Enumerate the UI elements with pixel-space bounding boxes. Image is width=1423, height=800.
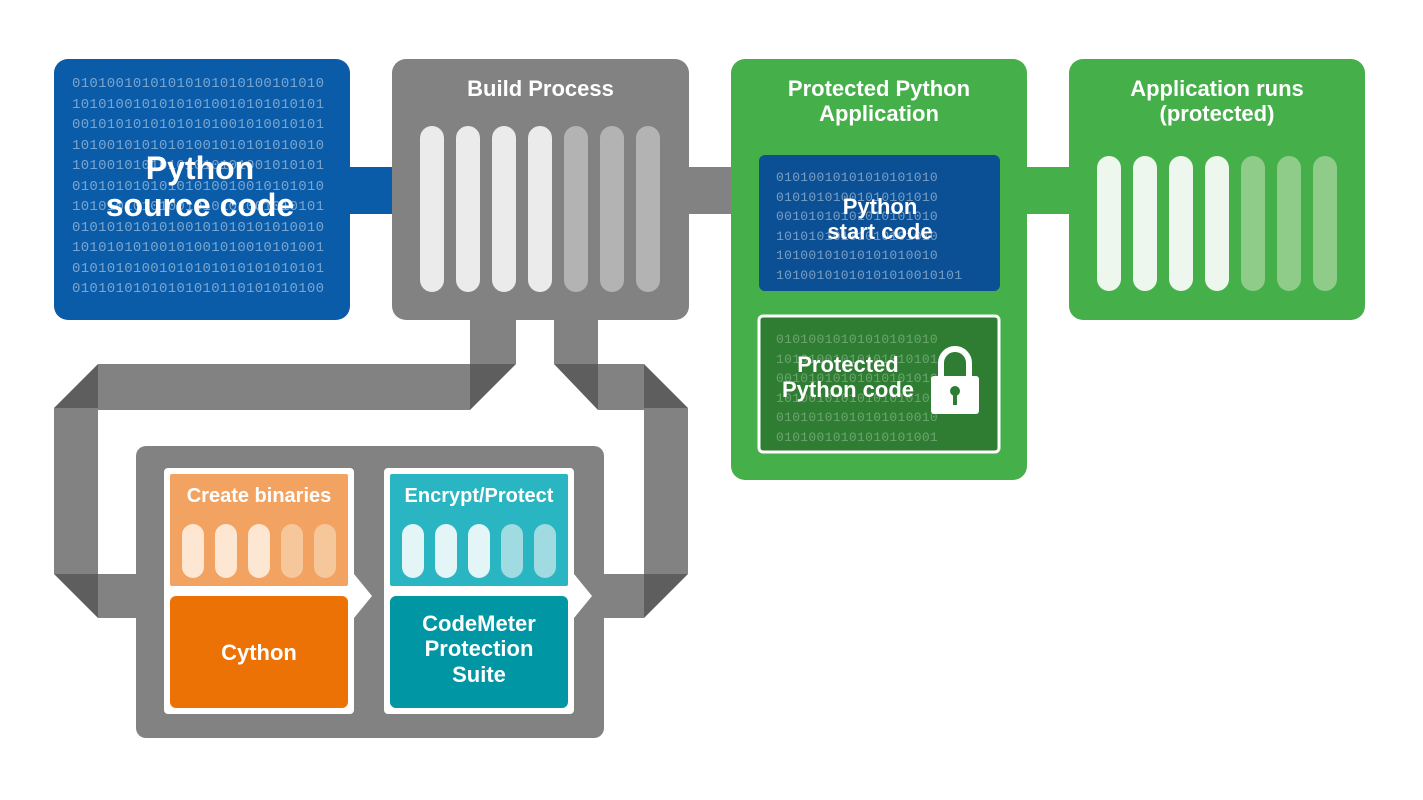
encrypt-title: Encrypt/Protect bbox=[404, 485, 554, 507]
runs-bar bbox=[1313, 156, 1337, 291]
encrypt-bar bbox=[435, 524, 457, 578]
padlock-icon bbox=[931, 346, 979, 414]
cython-label: Cython bbox=[221, 640, 297, 665]
pipe-build-to-binaries bbox=[54, 318, 516, 618]
binaries-bars bbox=[182, 524, 336, 578]
runs-bar bbox=[1133, 156, 1157, 291]
runs-bar bbox=[1241, 156, 1265, 291]
cython-box bbox=[170, 596, 348, 708]
codemeter-box bbox=[390, 596, 568, 708]
codemeter-line3: Suite bbox=[452, 661, 506, 687]
binaries-bar bbox=[314, 524, 336, 578]
source-title-line1: Python bbox=[145, 150, 255, 186]
codemeter-line1: CodeMeter bbox=[422, 611, 536, 636]
app-runs-title: Application runs (protected) bbox=[1069, 76, 1365, 127]
runs-bar bbox=[1169, 156, 1193, 291]
arrow-binaries-to-encrypt bbox=[354, 574, 372, 618]
protected-code-box bbox=[757, 314, 1001, 454]
build-bar bbox=[420, 126, 444, 292]
encrypt-bar bbox=[402, 524, 424, 578]
binaries-bar bbox=[281, 524, 303, 578]
source-code-box bbox=[54, 59, 350, 320]
source-binary-pattern: 01010010101010101010100101010 1010100101… bbox=[72, 76, 325, 297]
protected-code-label: Protected Python code bbox=[770, 352, 926, 403]
app-runs-title-line1: Application runs bbox=[1130, 76, 1304, 101]
runs-bar bbox=[1277, 156, 1301, 291]
encrypt-bars bbox=[402, 524, 556, 578]
start-code-label: Python start code bbox=[790, 194, 970, 245]
binaries-bar bbox=[182, 524, 204, 578]
start-binary-pattern: 01010010101010101010 0101010100101010101… bbox=[776, 170, 963, 283]
protected-app-title: Protected Python Application bbox=[731, 76, 1027, 127]
codemeter-line2: Protection bbox=[424, 636, 534, 662]
protected-app-title-line2: Application bbox=[819, 101, 939, 127]
build-bar bbox=[600, 126, 624, 292]
start-code-line1: Python bbox=[842, 194, 918, 219]
binaries-bar bbox=[215, 524, 237, 578]
build-title: Build Process bbox=[467, 76, 614, 101]
build-bar bbox=[636, 126, 660, 292]
encrypt-bar bbox=[468, 524, 490, 578]
source-title: Python source code bbox=[80, 150, 320, 224]
protected-binary-pattern: 01010010101010101010 1010100101010101010… bbox=[776, 332, 939, 445]
encrypt-bar bbox=[501, 524, 523, 578]
build-bar bbox=[528, 126, 552, 292]
runs-bar bbox=[1205, 156, 1229, 291]
build-bar bbox=[564, 126, 588, 292]
binaries-title: Create binaries bbox=[186, 485, 332, 507]
pipe-encrypt-to-build bbox=[554, 318, 688, 618]
app-runs-title-line2: (protected) bbox=[1159, 101, 1275, 127]
build-bar bbox=[492, 126, 516, 292]
protected-code-line1: Protected bbox=[797, 352, 899, 377]
encrypt-bar bbox=[534, 524, 556, 578]
build-bar bbox=[456, 126, 480, 292]
runs-bar bbox=[1097, 156, 1121, 291]
runs-bars bbox=[1097, 156, 1337, 291]
arrow-encrypt-out bbox=[574, 574, 592, 618]
source-title-line2: source code bbox=[105, 186, 295, 223]
protected-app-title-line1: Protected Python bbox=[787, 76, 971, 101]
start-code-box bbox=[759, 155, 1000, 291]
build-bars bbox=[420, 126, 660, 292]
codemeter-label: CodeMeter Protection Suite bbox=[390, 611, 568, 687]
binaries-bar bbox=[248, 524, 270, 578]
protected-code-line2: Python code bbox=[781, 377, 914, 403]
start-code-line2: start code bbox=[827, 219, 933, 245]
